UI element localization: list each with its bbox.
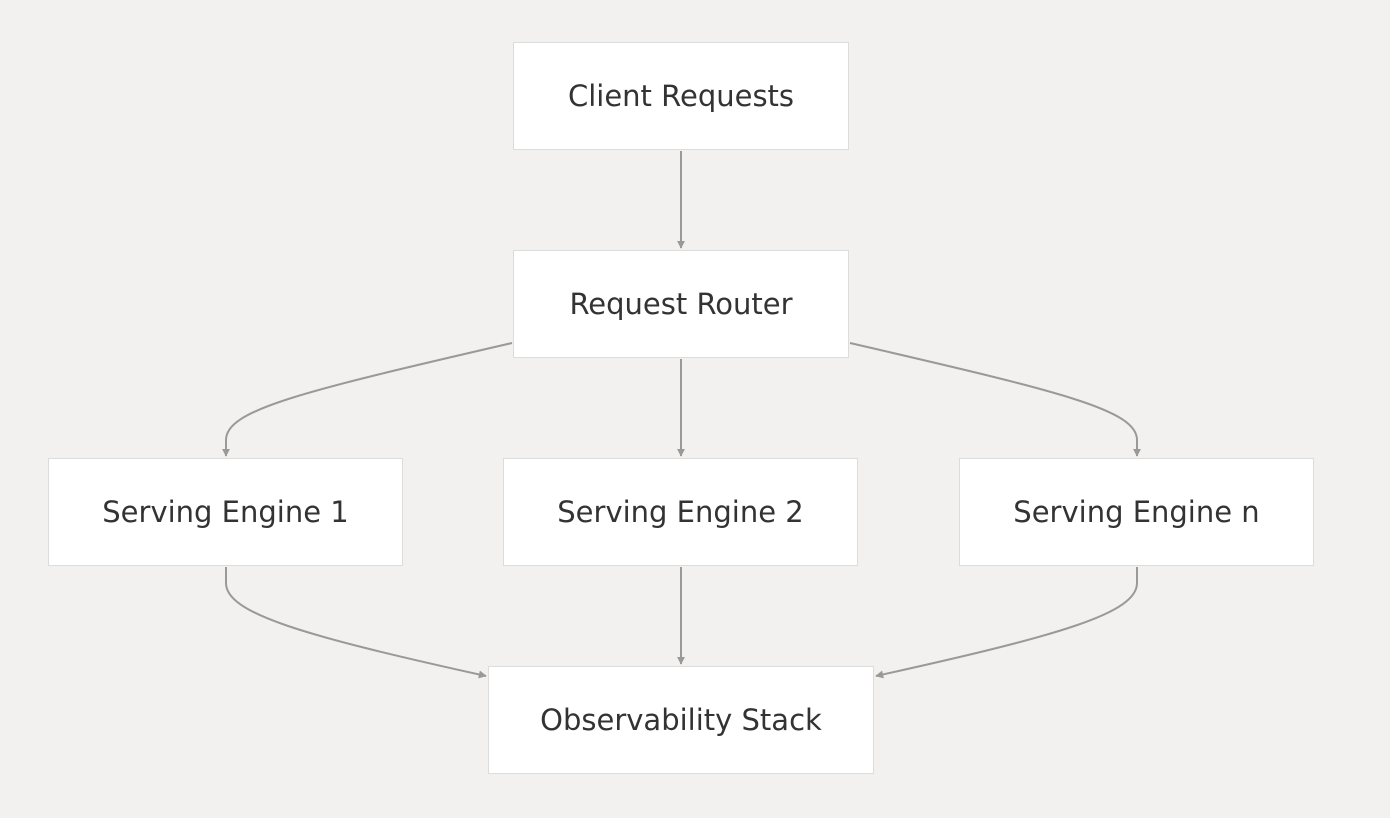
node-observability-stack: Observability Stack: [488, 666, 874, 774]
node-label: Client Requests: [567, 79, 795, 113]
node-label: Serving Engine 2: [557, 495, 804, 529]
edge-engine1-to-obs: [225, 567, 487, 679]
edge-router-to-enginen: [849, 342, 1141, 457]
node-serving-engine-n: Serving Engine n: [959, 458, 1314, 566]
node-label: Serving Engine n: [1013, 495, 1260, 529]
node-label: Observability Stack: [540, 703, 822, 737]
edge-router-to-engine1: [222, 342, 513, 457]
edge-enginen-to-obs: [875, 567, 1138, 679]
node-label: Serving Engine 1: [102, 495, 349, 529]
node-client-requests: Client Requests: [513, 42, 849, 150]
node-label: Request Router: [569, 287, 793, 321]
node-serving-engine-1: Serving Engine 1: [48, 458, 403, 566]
node-serving-engine-2: Serving Engine 2: [503, 458, 858, 566]
node-request-router: Request Router: [513, 250, 849, 358]
